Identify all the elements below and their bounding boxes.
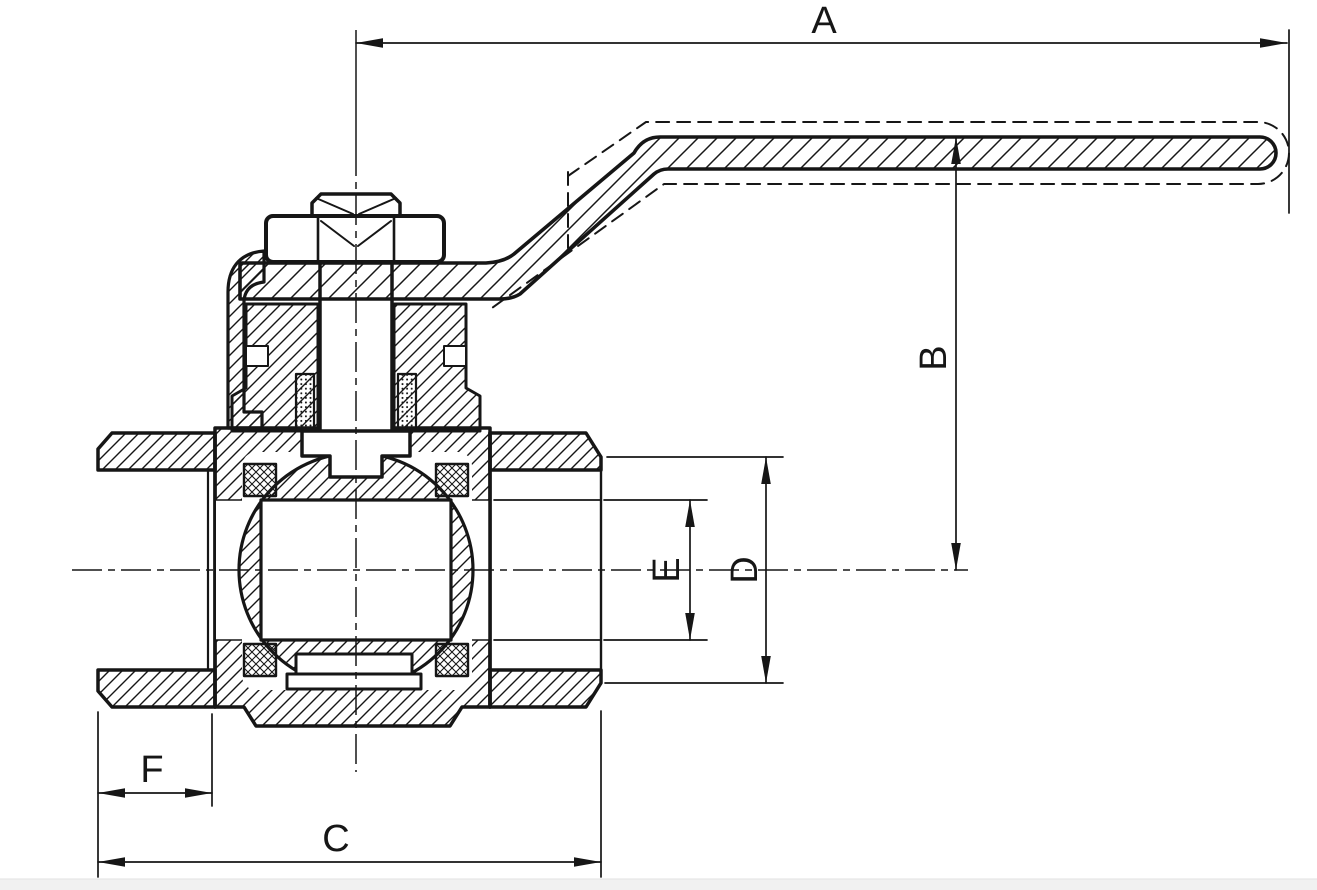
dimension-b: B	[913, 136, 961, 571]
dimension-c: C	[97, 710, 602, 878]
dimension-label-a: A	[811, 0, 837, 42]
stem-packing-right	[396, 372, 418, 430]
seat-rings	[242, 462, 470, 678]
stem-gland	[230, 302, 482, 433]
arrowhead	[951, 137, 961, 164]
right-port	[488, 431, 603, 709]
dimension-f: F	[97, 713, 213, 807]
valve-body	[96, 192, 603, 728]
arrowhead	[761, 457, 771, 484]
arrowhead	[1260, 38, 1287, 48]
stem-packing-left	[294, 372, 316, 430]
arrowhead	[98, 857, 125, 867]
arrowhead	[685, 613, 695, 640]
arrowhead	[761, 656, 771, 683]
arrowhead	[185, 788, 212, 798]
dimension-label-c: C	[322, 818, 349, 860]
arrowhead	[685, 500, 695, 527]
dimension-a: A	[355, 0, 1290, 214]
arrowhead	[98, 788, 125, 798]
arrowhead	[356, 38, 383, 48]
handle-lever	[226, 121, 1290, 430]
footer-strip	[0, 878, 1317, 890]
arrowhead	[574, 857, 601, 867]
centerlines	[72, 30, 968, 772]
handle-arm	[238, 135, 1278, 301]
dimension-label-b: B	[913, 345, 955, 370]
ball-bottom-flat	[294, 652, 414, 676]
arrowhead	[951, 543, 961, 570]
dimension-label-f: F	[140, 749, 163, 791]
